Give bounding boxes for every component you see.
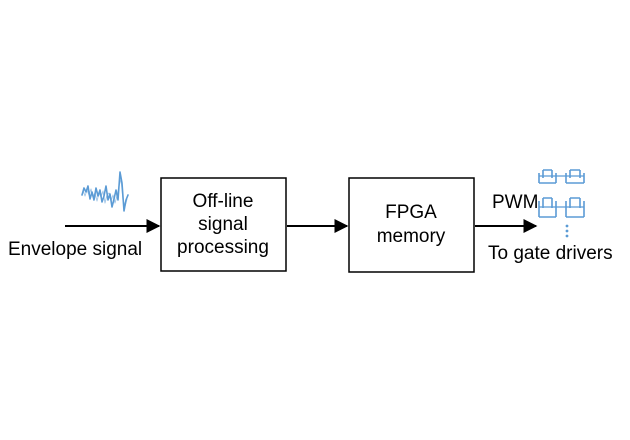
pwm-label: PWM — [492, 192, 538, 213]
output-label: To gate drivers — [488, 243, 613, 264]
input-label: Envelope signal — [8, 239, 142, 260]
offline-processing-block: Off-line signal processing — [160, 177, 287, 272]
envelope-waveform-icon — [81, 171, 129, 212]
block1-line3: processing — [177, 237, 269, 258]
block2-line1: FPGA — [385, 202, 437, 223]
block1-line1: Off-line — [193, 191, 254, 212]
pwm-pulse-train-icon — [538, 169, 585, 238]
fpga-memory-block: FPGA memory — [348, 177, 475, 273]
block1-line2: signal — [198, 214, 248, 235]
block2-line2: memory — [377, 226, 446, 247]
